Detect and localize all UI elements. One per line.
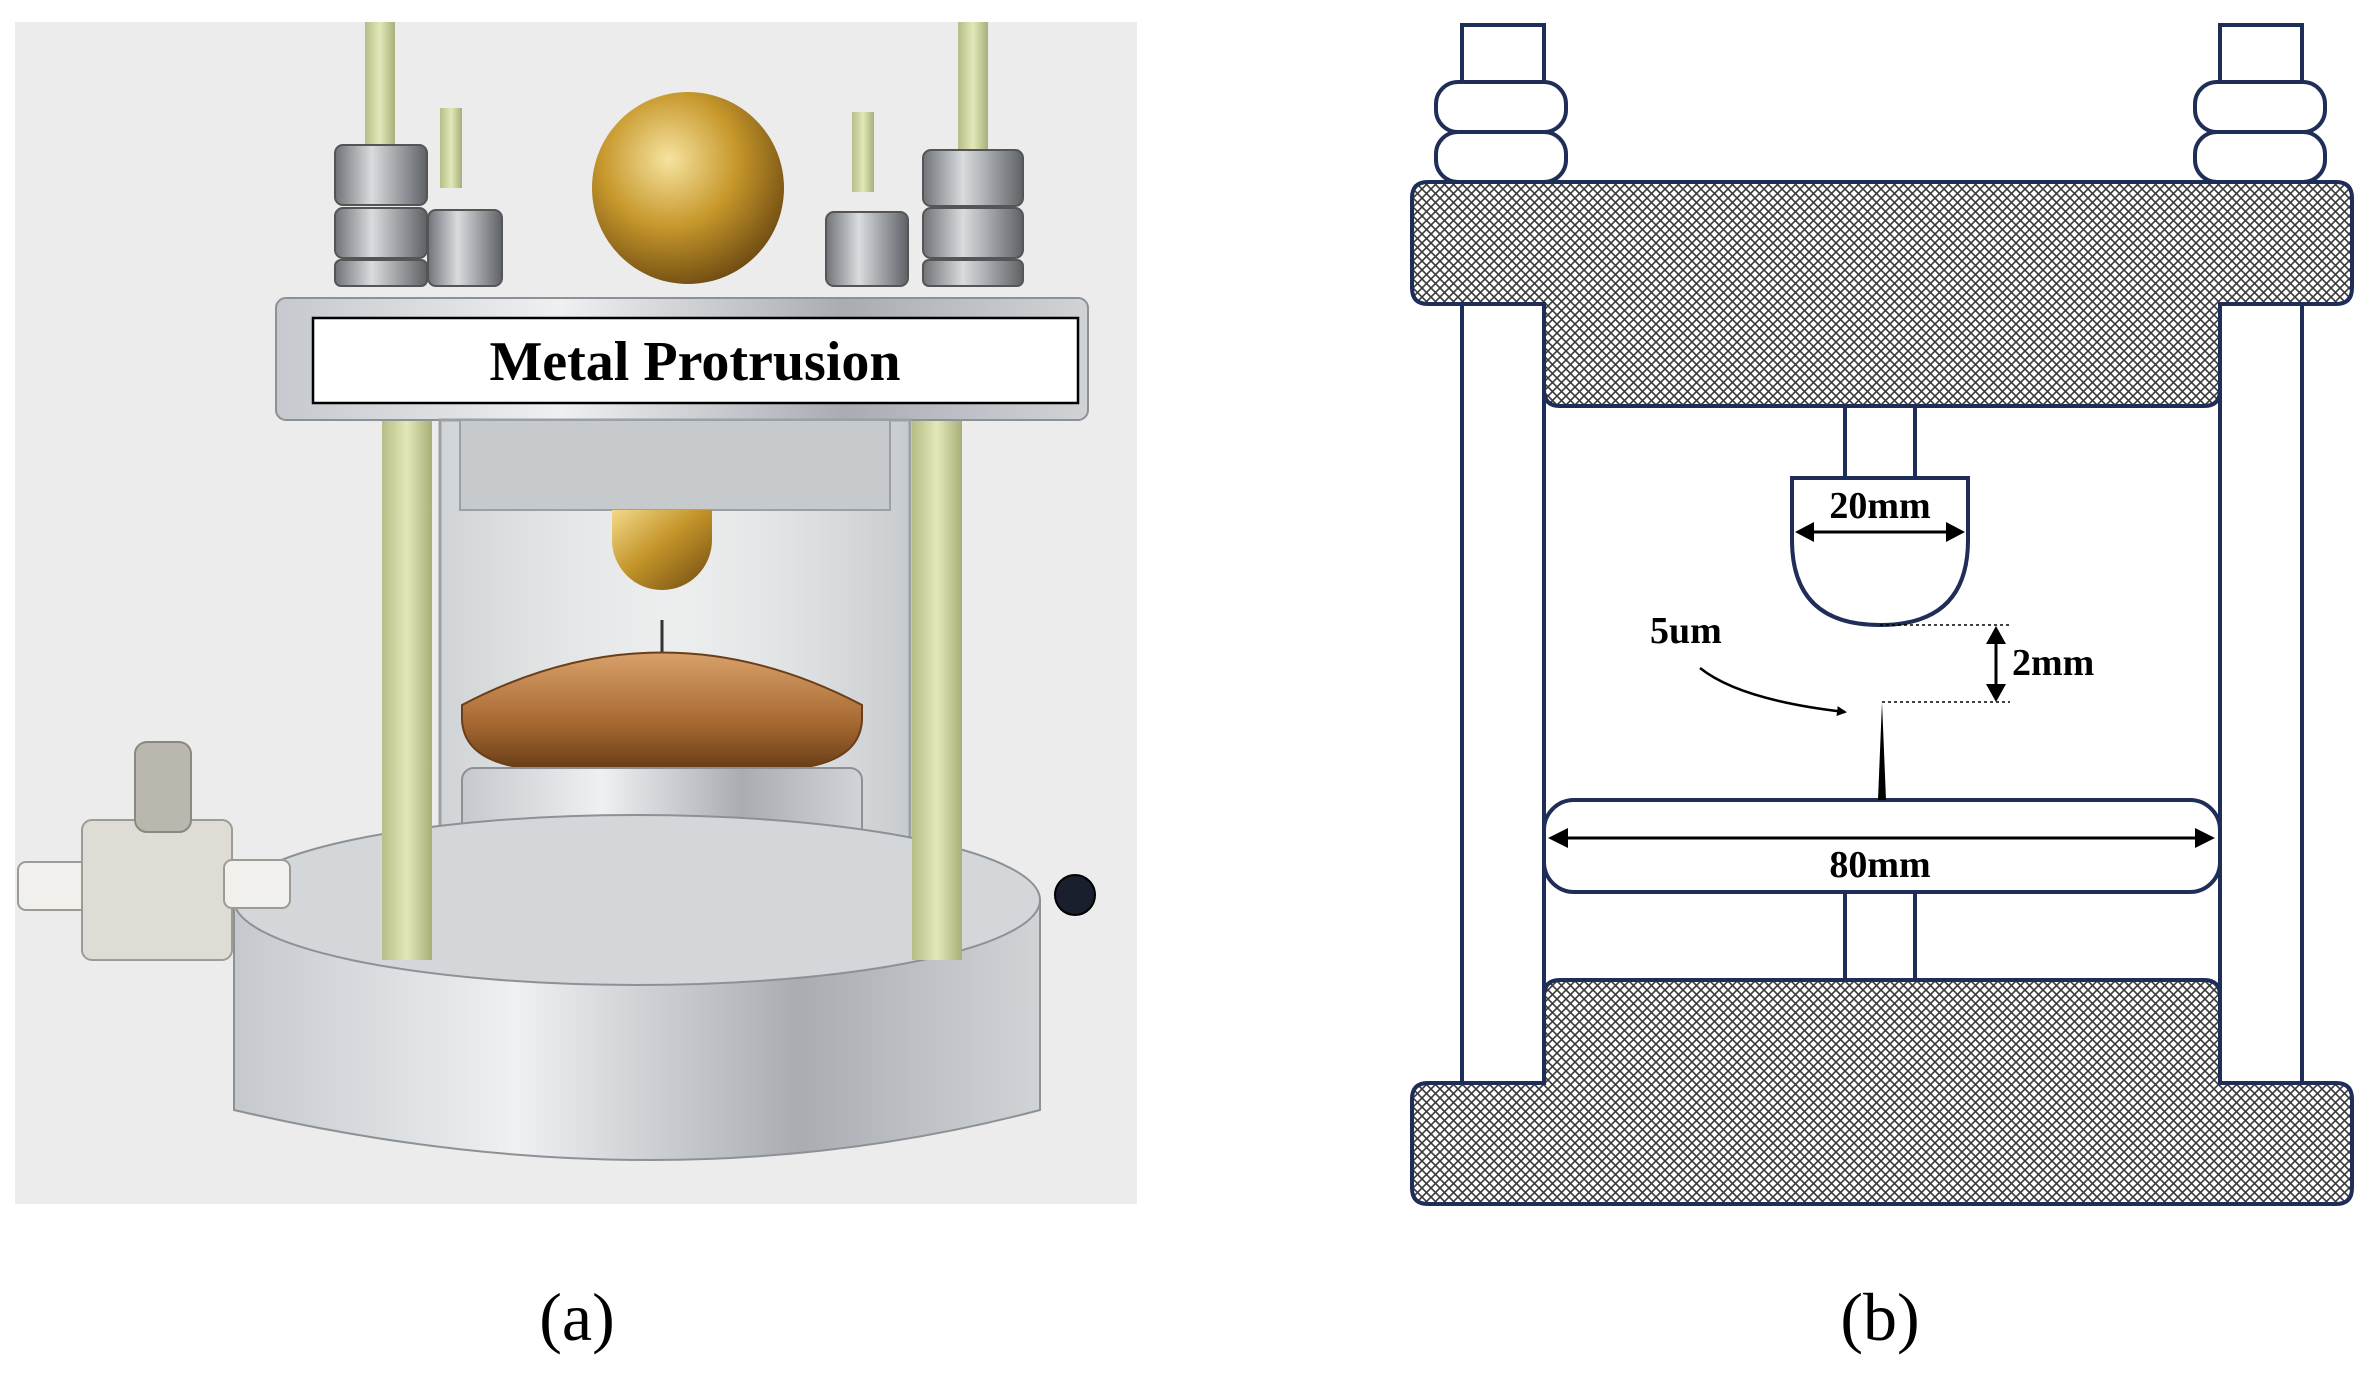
top-clamp-block <box>1410 180 2354 408</box>
base-knob <box>1054 874 1096 916</box>
lower-electrode-stem <box>1843 890 1917 982</box>
plate-width-arrow <box>1548 828 2215 848</box>
support-rod-left-lower <box>382 800 432 960</box>
protrusion-callout-arrow <box>1699 667 1847 717</box>
upper-electrode-holder <box>459 419 891 511</box>
bottom-clamp-block <box>1410 978 2354 1206</box>
panel-a-caption: (a) <box>539 1279 614 1355</box>
nut-stack-right <box>825 149 1024 287</box>
post-right <box>2218 293 2304 1087</box>
gap-dimension-label: 2mm <box>2012 642 2094 684</box>
label-box-text: Metal Protrusion <box>489 331 900 393</box>
electrode-width-arrow <box>1795 522 1965 542</box>
threaded-rod-right <box>958 22 988 172</box>
bolt-nut-right-lower <box>2193 130 2327 184</box>
gap-dimension-arrow <box>1986 626 2006 702</box>
copper-plate-electrode <box>461 651 863 769</box>
plate-width-label: 80mm <box>1829 844 1930 886</box>
valve-handle <box>134 741 192 833</box>
upper-hemisphere-electrode <box>612 510 712 590</box>
bolt-nut-left-upper <box>1434 80 1568 134</box>
upper-electrode-stem <box>1843 404 1917 480</box>
panel-b-schematic <box>1410 23 2354 1206</box>
panel-a-photo: Metal Protrusion <box>15 22 1137 1204</box>
protrusion-dimension-label: 5um <box>1650 610 1722 652</box>
panel-b-caption: (b) <box>1840 1279 1919 1355</box>
brass-sphere-terminal <box>592 92 784 284</box>
nut-stack-left <box>334 144 503 287</box>
threaded-rod-inner-left <box>440 108 462 188</box>
post-left <box>1460 293 1546 1087</box>
bolt-nut-right-upper <box>2193 80 2327 134</box>
bolt-head-right <box>2218 23 2304 84</box>
label-box <box>311 316 1080 405</box>
support-rod-right-lower <box>912 800 962 960</box>
bolt-nut-left-lower <box>1434 130 1568 184</box>
electrode-width-label: 20mm <box>1829 485 1930 527</box>
gas-valve <box>17 741 291 961</box>
bolt-head-left <box>1460 23 1546 84</box>
schematic-needle <box>1878 702 1886 800</box>
threaded-rod-inner-right <box>852 112 874 192</box>
